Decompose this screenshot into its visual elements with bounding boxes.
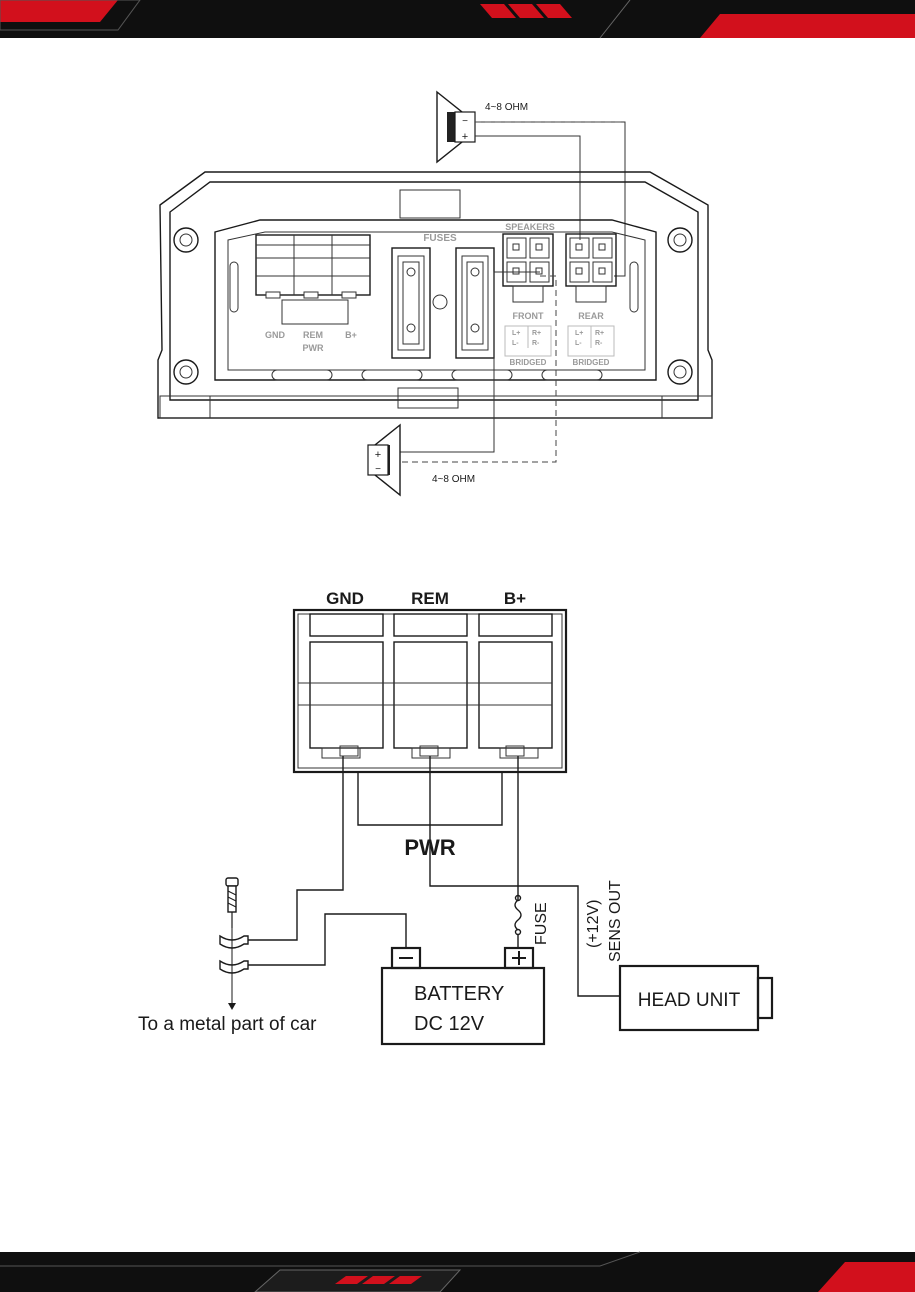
sens-out-line1: (+12V)	[585, 900, 602, 948]
bridged-diagram-rear: L+ R+ L- R- BRIDGED	[568, 326, 614, 367]
bridged-rear-label: BRIDGED	[573, 358, 610, 367]
wire-gnd	[248, 756, 343, 940]
wire-top-negative	[475, 122, 625, 276]
power-wiring-diagram: GND REM B+ PWR	[138, 589, 772, 1044]
terminal-label-bplus: B+	[504, 589, 526, 608]
fuse-symbol	[515, 900, 521, 930]
fuses-label: FUSES	[423, 233, 457, 244]
sens-out-line2: SENS OUT	[607, 880, 624, 962]
ring-terminal-upper	[220, 928, 248, 952]
speaker-top-icon: − +	[437, 92, 475, 162]
speaker-connector-rear	[566, 234, 616, 302]
speaker-bottom-icon: + −	[368, 425, 400, 495]
bottom-banner	[0, 1252, 915, 1292]
bridged-rear-r-minus: R-	[595, 340, 603, 347]
speaker-wiring-diagram: − + 4~8 OHM	[158, 92, 712, 495]
wire-bottom-negative-dashed	[400, 276, 556, 462]
speakers-label: SPEAKERS	[505, 222, 555, 232]
bridged-front-r-minus: R-	[532, 340, 540, 347]
fuse-label: FUSE	[533, 902, 550, 945]
ring-terminal-lower	[220, 952, 248, 1010]
amplifier-body	[158, 172, 712, 418]
ground-bolt-icon	[226, 878, 238, 928]
bridged-front-label: BRIDGED	[510, 358, 547, 367]
front-label: FRONT	[513, 311, 544, 321]
terminal-label-bplus-small: B+	[345, 330, 357, 340]
top-banner	[0, 0, 915, 38]
battery-label-line2: DC 12V	[414, 1013, 485, 1035]
bridged-front-r-plus: R+	[532, 330, 541, 337]
bridged-rear-l-minus: L-	[575, 340, 582, 347]
power-terminal-block-small	[256, 235, 370, 324]
speaker-connector-front	[503, 234, 553, 302]
svg-text:−: −	[462, 116, 468, 127]
terminal-label-rem: REM	[411, 589, 449, 608]
svg-text:−: −	[375, 464, 381, 475]
top-banner-red-left	[0, 0, 118, 22]
terminal-label-gnd: GND	[326, 589, 364, 608]
svg-text:+: +	[375, 449, 381, 461]
bridged-front-l-plus: L+	[512, 330, 520, 337]
impedance-label-bottom: 4~8 OHM	[432, 474, 475, 485]
bridged-front-l-minus: L-	[512, 340, 519, 347]
terminal-label-gnd-small: GND	[265, 330, 286, 340]
fuse-right	[456, 248, 494, 358]
mount-hole-center	[433, 295, 447, 309]
fuse-left	[392, 248, 430, 358]
bridged-rear-r-plus: R+	[595, 330, 604, 337]
wire-rem	[430, 756, 620, 996]
impedance-label-top: 4~8 OHM	[485, 102, 528, 113]
terminal-label-rem-small: REM	[303, 330, 323, 340]
top-banner-red-right	[700, 14, 915, 38]
pwr-label-small: PWR	[303, 343, 324, 353]
bridged-rear-l-plus: L+	[575, 330, 583, 337]
svg-text:+: +	[462, 131, 468, 143]
head-unit-label: HEAD UNIT	[638, 990, 741, 1011]
bridged-diagram-front: L+ R+ L- R- BRIDGED	[505, 326, 551, 367]
ground-note: To a metal part of car	[138, 1014, 317, 1035]
rear-label: REAR	[578, 311, 604, 321]
battery-label-line1: BATTERY	[414, 983, 504, 1005]
